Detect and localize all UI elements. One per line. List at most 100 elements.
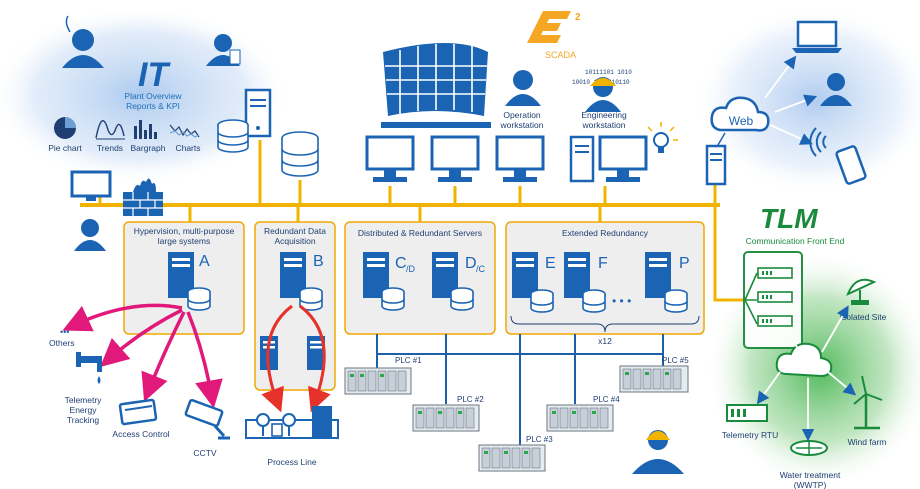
tlm-cloud-icon bbox=[775, 342, 833, 378]
field-worker-icon bbox=[632, 430, 684, 474]
access-control-icon bbox=[118, 398, 158, 426]
comm-front-end-label: Communication Front End bbox=[746, 236, 845, 246]
scada-logo: 2 bbox=[527, 11, 581, 43]
process-line-label: Process Line bbox=[267, 457, 316, 467]
server-d-icon bbox=[432, 252, 474, 311]
servers-ellipsis: • • • bbox=[612, 294, 631, 308]
wind-turbine-icon bbox=[853, 375, 883, 430]
trends-label: Trends bbox=[97, 143, 123, 153]
web-links bbox=[717, 55, 818, 146]
web-server-icon bbox=[705, 144, 727, 186]
tap-icon bbox=[76, 352, 102, 384]
engineering-computer-icon bbox=[569, 135, 648, 183]
hypervision-arrows bbox=[62, 303, 223, 409]
access-control-label: Access Control bbox=[112, 429, 169, 439]
x12-label: x12 bbox=[598, 336, 612, 346]
server-b-icon bbox=[280, 252, 323, 311]
plc-4-rack bbox=[546, 404, 614, 432]
redundant-title-1: Redundant Data bbox=[264, 226, 326, 236]
server-f-label: F bbox=[598, 255, 608, 272]
engineer-person-icon bbox=[206, 34, 241, 66]
server-b-label: B bbox=[313, 253, 324, 270]
operation-label-line2: workstation bbox=[500, 120, 544, 130]
isolated-site-label: Isolated Site bbox=[840, 312, 887, 322]
cctv-icon bbox=[184, 398, 230, 440]
others-label: Others bbox=[49, 338, 75, 348]
hypervision-title-1: Hypervision, multi-purpose bbox=[134, 226, 235, 236]
engineering-label-line2: workstation bbox=[582, 120, 626, 130]
server-d-sub: /C bbox=[476, 264, 486, 274]
plc-5-label: PLC #5 bbox=[662, 356, 689, 365]
server-f-icon bbox=[564, 252, 606, 313]
tlm-logo: TLM bbox=[760, 203, 818, 234]
server-e-icon bbox=[512, 252, 554, 313]
scada-monitor-2 bbox=[430, 135, 480, 182]
others-dots: ••• bbox=[60, 327, 69, 337]
extended-redundancy-box bbox=[505, 221, 705, 335]
operation-monitor bbox=[495, 135, 545, 182]
server-c-sub: /D bbox=[406, 264, 416, 274]
server-c-icon bbox=[363, 252, 405, 311]
redundant-title-2: Acquisition bbox=[274, 236, 315, 246]
telemetry-label-1: Telemetry bbox=[65, 395, 103, 405]
scada-label: SCADA bbox=[545, 50, 576, 60]
server-e-label: E bbox=[545, 255, 556, 272]
extended-title: Extended Redundancy bbox=[562, 228, 649, 238]
engineering-label-line1: Engineering bbox=[581, 110, 627, 120]
web-cloud-icon: Web bbox=[710, 96, 770, 132]
operator-person-icon bbox=[74, 219, 106, 251]
scada-monitor-1 bbox=[365, 135, 415, 182]
plc-2-rack bbox=[412, 404, 480, 432]
plc-1-label: PLC #1 bbox=[395, 356, 422, 365]
scada-logo-sup: 2 bbox=[575, 12, 581, 23]
plc-1-rack bbox=[344, 367, 412, 395]
plc-3-rack bbox=[478, 444, 546, 472]
smartphone-icon bbox=[835, 145, 867, 185]
front-end-rack bbox=[743, 251, 803, 349]
bargraph-label: Bargraph bbox=[131, 143, 166, 153]
distributed-title: Distributed & Redundant Servers bbox=[358, 228, 482, 238]
server-a-label: A bbox=[199, 253, 210, 270]
trends-icon bbox=[95, 120, 125, 140]
engineering-person-icon bbox=[585, 77, 621, 112]
tlm-logo-text: TLM bbox=[760, 203, 818, 234]
it-logo-text: IT bbox=[138, 56, 171, 94]
server-p-label: P bbox=[679, 255, 690, 272]
video-wall-icon bbox=[381, 43, 491, 128]
reports-kpi-label: Reports & KPI bbox=[126, 101, 180, 111]
plc-4-label: PLC #4 bbox=[593, 395, 620, 404]
redundancy-brace bbox=[510, 315, 700, 333]
charts-icon bbox=[169, 124, 200, 138]
left-workstation-icon bbox=[70, 170, 112, 201]
firewall-icon bbox=[123, 178, 163, 216]
server-p-icon bbox=[645, 252, 688, 313]
water-treatment-icon bbox=[790, 440, 828, 456]
hypervision-title-2: large systems bbox=[158, 236, 210, 246]
telemetry-label-3: Tracking bbox=[67, 415, 100, 425]
water-treatment-label-2: (WWTP) bbox=[794, 480, 827, 489]
ethernet-bus bbox=[80, 140, 745, 302]
tlm-links bbox=[756, 305, 857, 442]
manager-person-icon bbox=[62, 15, 104, 68]
plc-5-rack bbox=[619, 365, 689, 393]
plant-overview-label: Plant Overview bbox=[124, 91, 182, 101]
operation-label-line1: Operation bbox=[503, 110, 541, 120]
acquisition-arrows bbox=[261, 304, 331, 413]
it-zone: IT Plant Overview Reports & KPI Pie char… bbox=[48, 15, 272, 153]
process-line-icon bbox=[245, 406, 339, 439]
binary-row-1: 10111101 1010 bbox=[585, 69, 632, 76]
water-treatment-label-1: Water treatment bbox=[780, 470, 841, 480]
central-database-icon bbox=[281, 131, 319, 177]
it-tower-server-icon bbox=[244, 88, 272, 138]
it-database-icon bbox=[217, 119, 249, 153]
charts-label: Charts bbox=[175, 143, 200, 153]
laptop-icon bbox=[792, 20, 842, 53]
operation-person-icon bbox=[505, 70, 541, 106]
satellite-dish-icon bbox=[846, 278, 877, 305]
telemetry-rtu-label: Telemetry RTU bbox=[722, 430, 779, 440]
it-logo: IT bbox=[138, 56, 171, 94]
wind-farm-label: Wind farm bbox=[848, 437, 887, 447]
acquisition-server-2-icon bbox=[307, 336, 325, 370]
bargraph-icon bbox=[134, 120, 157, 139]
pie-chart-label: Pie chart bbox=[48, 143, 82, 153]
